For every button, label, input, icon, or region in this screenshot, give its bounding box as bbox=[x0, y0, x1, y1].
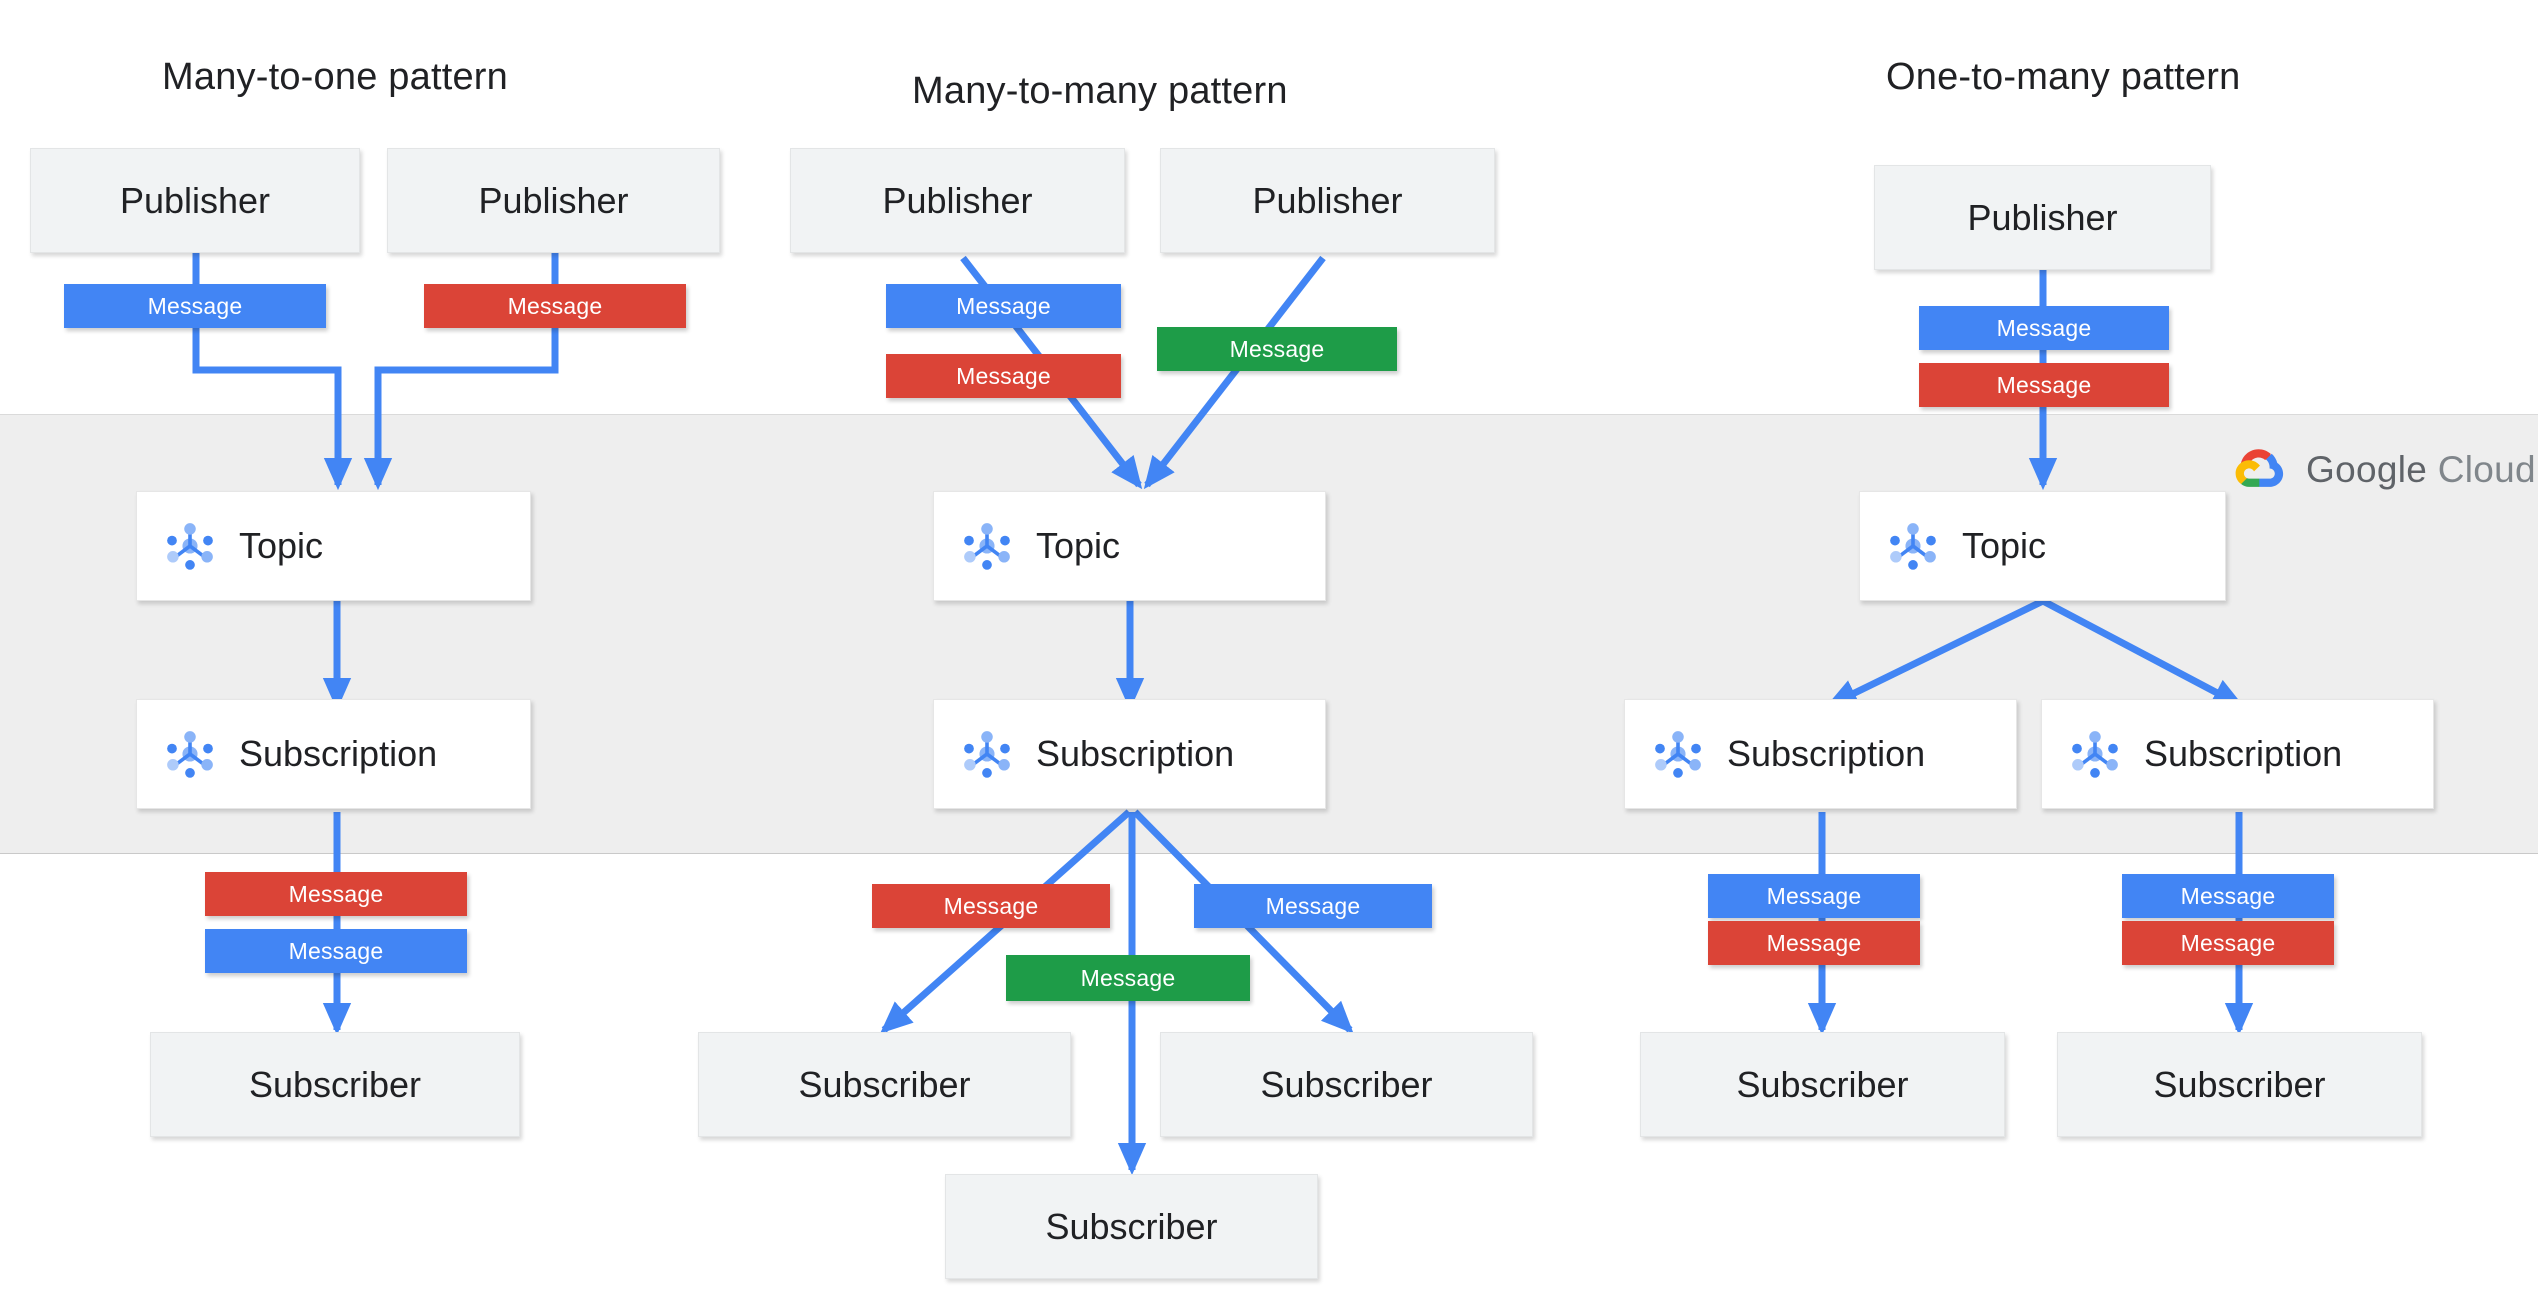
message-chip: Message bbox=[1708, 874, 1920, 918]
pattern-title-many-to-one: Many-to-one pattern bbox=[162, 56, 508, 98]
subscription-label: Subscription bbox=[1036, 733, 1235, 774]
subscriber-label: Subscriber bbox=[798, 1063, 971, 1105]
message-chip: Message bbox=[1157, 327, 1397, 371]
message-label: Message bbox=[1229, 335, 1325, 362]
topic-label: Topic bbox=[1036, 525, 1121, 566]
subscriber-node[interactable]: Subscriber bbox=[945, 1174, 1318, 1279]
publisher-label: Publisher bbox=[478, 179, 629, 221]
message-label: Message bbox=[2180, 929, 2276, 956]
message-label: Message bbox=[1996, 371, 2092, 398]
message-chip: Message bbox=[886, 354, 1121, 398]
subscription-node[interactable]: Subscription bbox=[136, 699, 531, 809]
message-chip: Message bbox=[205, 929, 467, 973]
subscriber-label: Subscriber bbox=[1260, 1063, 1433, 1105]
publisher-label: Publisher bbox=[1967, 196, 2118, 238]
message-chip: Message bbox=[1194, 884, 1432, 928]
google-word: Google bbox=[2306, 449, 2428, 490]
pubsub-icon bbox=[1890, 523, 1936, 570]
topic-node[interactable]: Topic bbox=[933, 491, 1326, 601]
subscriber-node[interactable]: Subscriber bbox=[1640, 1032, 2005, 1137]
subscription-node[interactable]: Subscription bbox=[1624, 699, 2017, 809]
topic-node[interactable]: Topic bbox=[1859, 491, 2226, 601]
message-chip: Message bbox=[1919, 306, 2169, 350]
message-label: Message bbox=[943, 892, 1039, 919]
publisher-node[interactable]: Publisher bbox=[30, 148, 360, 253]
subscription-label: Subscription bbox=[239, 733, 438, 774]
subscriber-node[interactable]: Subscriber bbox=[698, 1032, 1071, 1137]
message-chip: Message bbox=[64, 284, 326, 328]
subscription-label: Subscription bbox=[1727, 733, 1926, 774]
message-label: Message bbox=[1265, 892, 1361, 919]
google-cloud-wordmark: Google Cloud bbox=[2306, 449, 2536, 491]
topic-label: Topic bbox=[1962, 525, 2047, 566]
message-label: Message bbox=[1996, 314, 2092, 341]
subscriber-node[interactable]: Subscriber bbox=[2057, 1032, 2422, 1137]
message-label: Message bbox=[1080, 964, 1176, 991]
subscription-node[interactable]: Subscription bbox=[2041, 699, 2434, 809]
message-chip: Message bbox=[886, 284, 1121, 328]
message-label: Message bbox=[1766, 882, 1862, 909]
google-cloud-icon bbox=[2235, 449, 2284, 487]
topic-node[interactable]: Topic bbox=[136, 491, 531, 601]
publisher-node[interactable]: Publisher bbox=[1160, 148, 1495, 253]
subscriber-node[interactable]: Subscriber bbox=[1160, 1032, 1533, 1137]
publisher-node[interactable]: Publisher bbox=[1874, 165, 2211, 270]
message-label: Message bbox=[1766, 929, 1862, 956]
subscriber-label: Subscriber bbox=[2153, 1063, 2326, 1105]
subscription-node[interactable]: Subscription bbox=[933, 699, 1326, 809]
publisher-label: Publisher bbox=[1252, 179, 1403, 221]
message-label: Message bbox=[288, 880, 384, 907]
pubsub-icon bbox=[167, 731, 213, 778]
message-chip: Message bbox=[2122, 921, 2334, 965]
message-chip: Message bbox=[872, 884, 1110, 928]
cloud-word: Cloud bbox=[2437, 449, 2536, 490]
message-label: Message bbox=[956, 292, 1051, 319]
pattern-title-many-to-many: Many-to-many pattern bbox=[912, 70, 1288, 112]
message-chip: Message bbox=[1708, 921, 1920, 965]
publisher-label: Publisher bbox=[882, 179, 1033, 221]
pubsub-icon bbox=[1655, 731, 1701, 778]
topic-label: Topic bbox=[239, 525, 324, 566]
subscriber-node[interactable]: Subscriber bbox=[150, 1032, 520, 1137]
publisher-label: Publisher bbox=[119, 179, 271, 221]
subscriber-label: Subscriber bbox=[1045, 1205, 1218, 1247]
message-label: Message bbox=[507, 292, 603, 319]
message-chip: Message bbox=[2122, 874, 2334, 918]
message-chip: Message bbox=[1006, 955, 1250, 1001]
message-label: Message bbox=[147, 292, 243, 319]
subscriber-label: Subscriber bbox=[248, 1063, 422, 1105]
publisher-node[interactable]: Publisher bbox=[790, 148, 1125, 253]
subscription-label: Subscription bbox=[2144, 733, 2343, 774]
pubsub-icon bbox=[167, 523, 213, 570]
message-label: Message bbox=[2180, 882, 2276, 909]
pubsub-icon bbox=[964, 523, 1010, 570]
message-chip: Message bbox=[205, 872, 467, 916]
message-label: Message bbox=[956, 362, 1051, 389]
publisher-node[interactable]: Publisher bbox=[387, 148, 720, 253]
message-chip: Message bbox=[1919, 363, 2169, 407]
message-label: Message bbox=[288, 937, 384, 964]
subscriber-label: Subscriber bbox=[1736, 1063, 1909, 1105]
google-cloud-logo: Google Cloud bbox=[2232, 447, 2536, 493]
pubsub-icon bbox=[964, 731, 1010, 778]
pattern-title-one-to-many: One-to-many pattern bbox=[1886, 56, 2241, 98]
message-chip: Message bbox=[424, 284, 686, 328]
pubsub-icon bbox=[2072, 731, 2118, 778]
